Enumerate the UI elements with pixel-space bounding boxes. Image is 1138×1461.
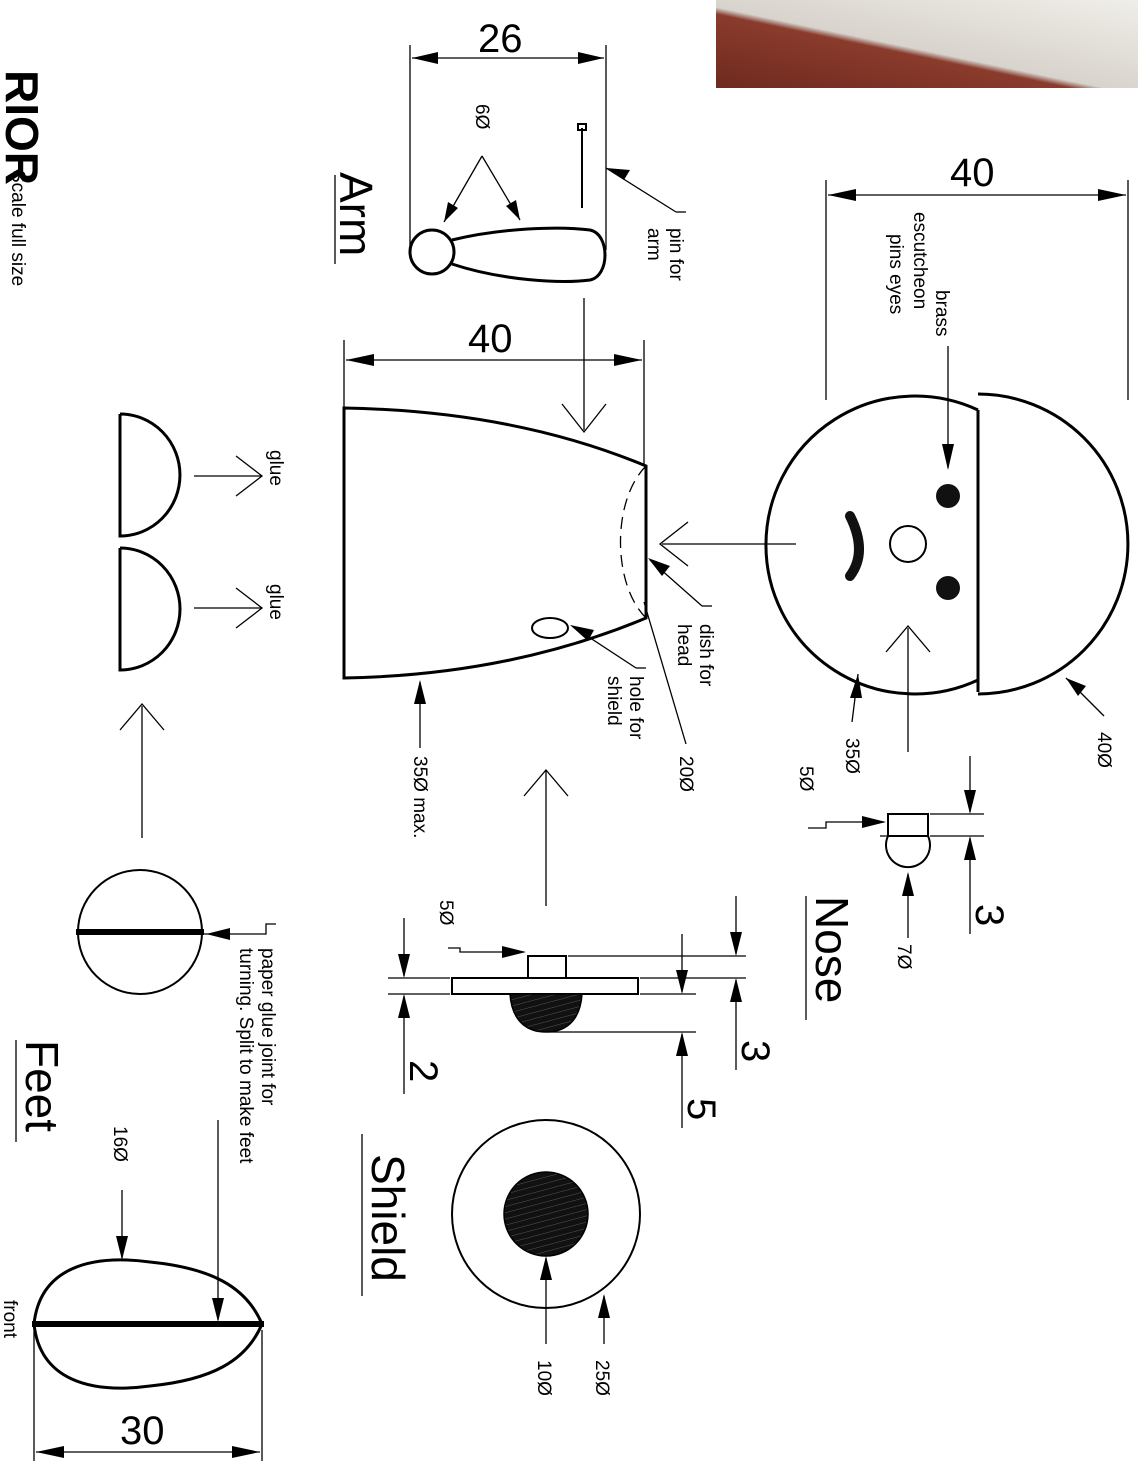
glue-label-2: glue xyxy=(265,584,286,620)
arm-drawing: Arm 26 6Ø pin for arm xyxy=(330,17,686,434)
nose-drawing: 3 Nose 5Ø 7Ø xyxy=(795,756,1011,1020)
feet-drawing: paper glue joint for turning. Split to m… xyxy=(15,869,278,1461)
paper-label-1: paper glue joint for xyxy=(257,948,278,1106)
feet-title: Feet xyxy=(16,1040,68,1132)
body-max-dia-label: 35Ø max. xyxy=(409,756,430,838)
body-width-dim: 40 xyxy=(468,317,513,361)
shield-boss-dia: 10Ø xyxy=(533,1360,554,1396)
nose-dim-3: 3 xyxy=(967,904,1011,926)
nose-top-dia: 5Ø xyxy=(795,766,816,792)
shield-outer-dia: 25Ø xyxy=(591,1360,612,1396)
eyes-label-2: escutcheon xyxy=(909,212,930,309)
dish-dia-label: 20Ø xyxy=(675,756,696,792)
glue-label-1: glue xyxy=(265,450,286,486)
pin-label-1: pin for xyxy=(665,228,686,281)
hole-label-2: shield xyxy=(603,676,624,726)
arm-length-dim: 26 xyxy=(478,17,523,61)
shield-title: Shield xyxy=(362,1154,414,1282)
shield-dim-5: 5 xyxy=(679,1098,723,1120)
scale-note: Scale full size xyxy=(7,170,28,286)
shield-dim-2: 2 xyxy=(401,1060,445,1082)
shield-pin-dia: 5Ø xyxy=(435,900,456,926)
front-label: front xyxy=(0,1300,20,1339)
pin-label-2: arm xyxy=(643,228,664,261)
head-drawing: 40 brass escutcheon pins eyes 40Ø 35Ø xyxy=(658,151,1130,774)
head-width-dim: 40 xyxy=(950,151,995,195)
head-dia-label: 35Ø xyxy=(841,738,862,774)
body-drawing: 40 dish for head hole for shield 20Ø 35Ø… xyxy=(342,317,716,906)
feet-dia-label: 16Ø xyxy=(109,1126,130,1162)
shield-drawing: 2 3 5 5Ø Shield 10Ø 25Ø xyxy=(361,896,777,1396)
nose-ball-dia: 7Ø xyxy=(893,944,914,970)
photo-fragment xyxy=(716,0,1138,88)
eyes-label-1: brass xyxy=(931,290,952,336)
arm-title: Arm xyxy=(330,172,382,256)
hat-dia-label: 40Ø xyxy=(1093,732,1114,768)
hole-label-1: hole for xyxy=(625,676,646,740)
nose-title: Nose xyxy=(806,896,858,1003)
dish-label-1: dish for xyxy=(695,624,716,687)
paper-label-2: turning. Split to make feet xyxy=(235,948,256,1164)
shield-dim-3: 3 xyxy=(733,1040,777,1062)
eyes-label-3: pins eyes xyxy=(885,234,906,314)
dish-label-2: head xyxy=(673,624,694,666)
glue-hemispheres: glue glue xyxy=(118,412,286,838)
feet-length-dim: 30 xyxy=(120,1409,165,1453)
arm-dia-label: 6Ø xyxy=(471,104,492,130)
page-title: RIOR xyxy=(0,70,48,185)
